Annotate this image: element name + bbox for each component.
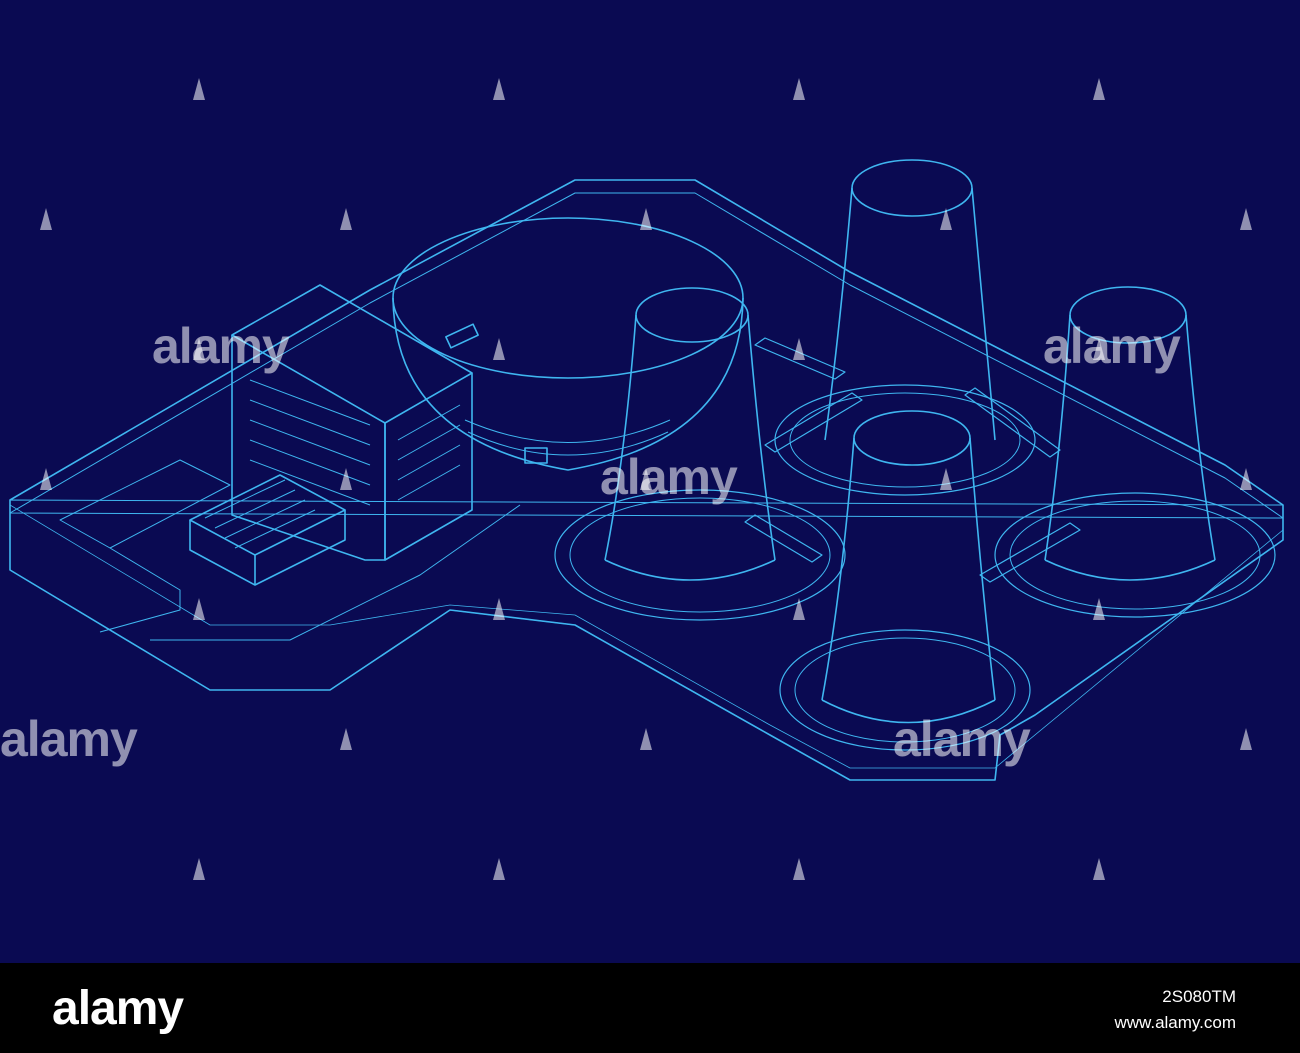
cooling-tower-front xyxy=(779,410,1031,751)
watermark-text: alamy xyxy=(1043,318,1181,374)
reactor-dome xyxy=(392,217,744,471)
watermark-text: alamy xyxy=(0,711,138,767)
watermark-marks xyxy=(40,78,1252,880)
site-url[interactable]: www.alamy.com xyxy=(1114,1013,1236,1032)
watermark-text: alamy xyxy=(893,711,1031,767)
cooling-tower-rear xyxy=(774,159,1036,496)
truss-bridges xyxy=(744,337,1081,583)
image-id: 2S080TM xyxy=(1162,987,1236,1006)
watermark-text: alamy xyxy=(600,449,738,505)
cooling-tower-left xyxy=(554,287,846,621)
footer-logo[interactable]: alamy xyxy=(52,982,184,1035)
site-platform xyxy=(9,179,1284,781)
ground-paths xyxy=(59,459,521,641)
watermark-text: alamy xyxy=(152,318,290,374)
office-building xyxy=(189,284,473,586)
power-plant-drawing xyxy=(9,159,1284,781)
footer-bar: alamy 2S080TM www.alamy.com xyxy=(0,963,1300,1053)
